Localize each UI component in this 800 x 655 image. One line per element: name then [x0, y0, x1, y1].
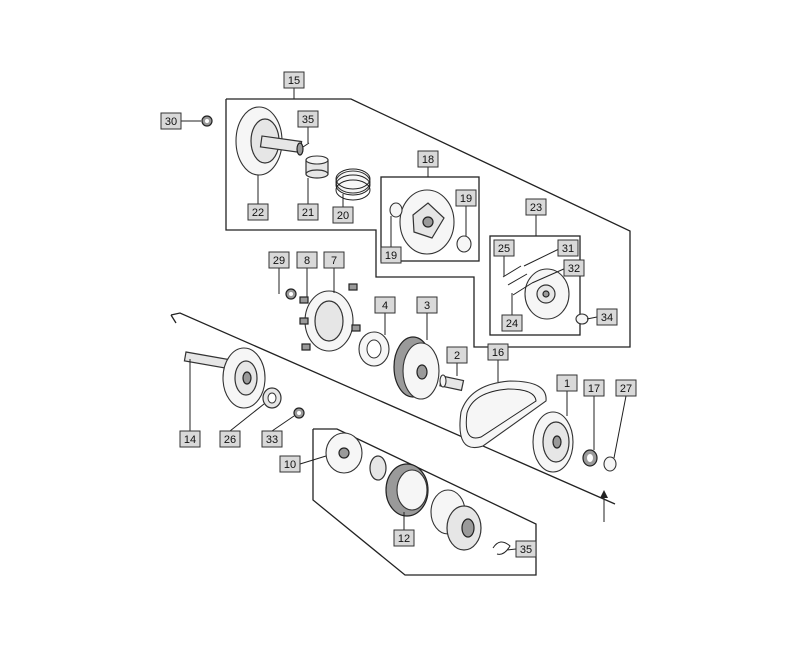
leader-10 [299, 455, 327, 465]
callout-10: 10 [279, 455, 301, 473]
callout-28: 29 [268, 251, 290, 269]
leader-30 [271, 415, 295, 432]
callout-4: 4 [374, 296, 396, 314]
leader-32 [531, 267, 567, 284]
drive-plate-7 [299, 283, 361, 352]
svg-text:27: 27 [620, 383, 632, 395]
callout-26: 26 [219, 430, 241, 448]
callout-33: 35 [297, 110, 319, 128]
crankshaft-14 [183, 347, 266, 409]
callout-32: 32 [563, 259, 585, 277]
callout-34: 34 [596, 308, 618, 326]
svg-text:31: 31 [562, 243, 574, 255]
svg-text:16: 16 [492, 347, 504, 359]
svg-text:1: 1 [564, 378, 570, 390]
sleeve-2 [439, 374, 465, 392]
clutch-shoes-12 [385, 463, 429, 517]
spring-20 [335, 168, 371, 201]
assembly-10-outline [312, 428, 537, 576]
clutch-assembly-10 [325, 432, 387, 481]
svg-text:34: 34 [601, 312, 613, 324]
callout-23: 23 [525, 198, 547, 216]
driven-face-22 [235, 106, 304, 176]
callout-2: 2 [446, 346, 468, 364]
svg-text:19: 19 [460, 193, 472, 205]
svg-text:4: 4 [382, 300, 388, 312]
callout-19-right: 19 [455, 189, 477, 207]
callout-18: 18 [417, 150, 439, 168]
svg-text:19: 19 [385, 250, 397, 262]
callout-22: 22 [247, 203, 269, 221]
svg-text:25: 25 [498, 243, 510, 255]
svg-text:8: 8 [304, 255, 310, 267]
svg-text:35: 35 [520, 544, 532, 556]
svg-text:26: 26 [224, 434, 236, 446]
svg-text:20: 20 [337, 210, 349, 222]
drive-group-left-edge [170, 314, 177, 324]
assembly-18-outline [380, 176, 480, 262]
callout-31: 31 [557, 239, 579, 257]
callout-15: 15 [283, 71, 305, 89]
clip-35 [492, 541, 511, 555]
fan-1 [532, 411, 574, 473]
svg-text:32: 32 [568, 263, 580, 275]
leader-27 [613, 395, 627, 459]
slider-4 [358, 331, 390, 367]
svg-text:21: 21 [302, 207, 314, 219]
callout-19-left: 19 [380, 246, 402, 264]
belt-16 [459, 380, 547, 448]
callout-24: 24 [501, 314, 523, 332]
callout-8: 8 [296, 251, 318, 269]
nut-17 [582, 449, 598, 467]
svg-text:17: 17 [588, 383, 600, 395]
drive-face-3 [393, 336, 440, 400]
leader-35 [506, 548, 517, 551]
washer-27 [603, 456, 617, 472]
svg-text:18: 18 [422, 154, 434, 166]
svg-text:15: 15 [288, 75, 300, 87]
callout-21: 21 [297, 203, 319, 221]
callout-16: 16 [487, 343, 509, 361]
svg-text:33: 33 [266, 434, 278, 446]
nut-29 [201, 115, 213, 127]
direction-arrow-head [600, 490, 608, 498]
svg-text:10: 10 [284, 459, 296, 471]
nut-28 [285, 288, 297, 300]
callout-14: 14 [179, 430, 201, 448]
collar-21 [305, 155, 329, 179]
callout-25: 25 [493, 239, 515, 257]
svg-text:3: 3 [424, 300, 430, 312]
svg-text:23: 23 [530, 202, 542, 214]
nut-30 [293, 407, 305, 419]
svg-text:14: 14 [184, 434, 196, 446]
assembly-23-outline [489, 235, 581, 336]
svg-text:35: 35 [302, 114, 314, 126]
leader-34 [586, 316, 598, 320]
svg-text:12: 12 [398, 533, 410, 545]
leader-31 [523, 247, 562, 267]
callout-30: 33 [261, 430, 283, 448]
svg-text:2: 2 [454, 350, 460, 362]
bearing-26 [262, 387, 282, 409]
svg-text:7: 7 [331, 255, 337, 267]
callout-20: 20 [332, 206, 354, 224]
plate-18 [389, 189, 472, 255]
callout-17: 17 [583, 379, 605, 397]
assembly-15-outline [225, 98, 631, 348]
svg-text:30: 30 [165, 116, 177, 128]
callout-29: 30 [160, 112, 182, 130]
clutch-bell [430, 489, 482, 551]
callout-3: 3 [416, 296, 438, 314]
callout-27: 27 [615, 379, 637, 397]
pin-33 [302, 142, 310, 148]
leader-26 [229, 403, 265, 432]
svg-text:24: 24 [506, 318, 518, 330]
callout-7: 7 [323, 251, 345, 269]
callout-12: 12 [393, 529, 415, 547]
callout-35: 35 [515, 540, 537, 558]
svg-text:29: 29 [273, 255, 285, 267]
callout-1: 1 [556, 374, 578, 392]
svg-text:22: 22 [252, 207, 264, 219]
